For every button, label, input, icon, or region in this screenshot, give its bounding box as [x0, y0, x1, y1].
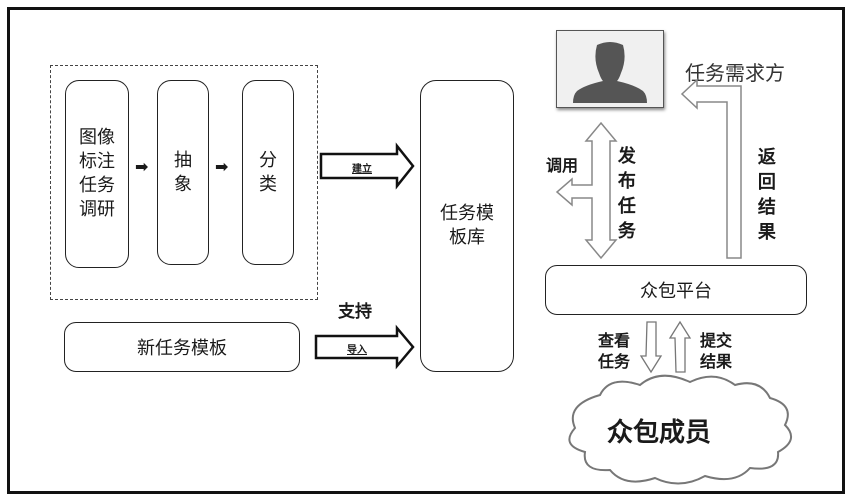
build-arrow — [319, 142, 415, 190]
crowd-cloud — [568, 374, 793, 485]
publish-invoke-arrow — [555, 121, 618, 260]
crowd-label: 众包成员 — [607, 418, 712, 448]
arrow-right-icon: ➡ — [135, 157, 149, 176]
research-process-group — [50, 65, 318, 300]
view-task-label: 查看任务 — [598, 331, 631, 371]
platform-box: 众包平台 — [545, 265, 807, 315]
support-label: 支持 — [338, 302, 372, 322]
publish-task-label: 发布任务 — [617, 146, 636, 242]
submit-result-arrow — [668, 320, 692, 373]
user-silhouette-icon — [573, 42, 647, 103]
arrow-right-icon: ➡ — [215, 157, 229, 176]
import-label: 导入 — [347, 345, 367, 356]
step-abstract: 抽象 — [157, 80, 209, 265]
build-label: 建立 — [352, 164, 372, 175]
view-task-arrow — [639, 321, 663, 374]
import-arrow — [314, 324, 415, 370]
platform-label: 众包平台 — [640, 281, 712, 302]
return-result-arrow — [680, 78, 742, 259]
new-template-label: 新任务模板 — [137, 338, 227, 359]
submit-result-label: 提交结果 — [700, 331, 733, 371]
requester-label: 任务需求方 — [685, 61, 785, 85]
template-library-label: 任务模板库 — [439, 203, 494, 248]
step-research-label: 图像标注任务调研 — [79, 127, 115, 220]
step-abstract-label: 抽象 — [174, 149, 192, 195]
requester-avatar — [556, 30, 664, 108]
template-library-box: 任务模板库 — [420, 80, 514, 372]
invoke-label: 调用 — [546, 156, 579, 175]
step-classify: 分类 — [242, 80, 294, 265]
return-result-label: 返回结果 — [757, 147, 776, 243]
new-template-box: 新任务模板 — [64, 322, 300, 372]
step-classify-label: 分类 — [259, 149, 277, 195]
step-research: 图像标注任务调研 — [65, 80, 129, 268]
